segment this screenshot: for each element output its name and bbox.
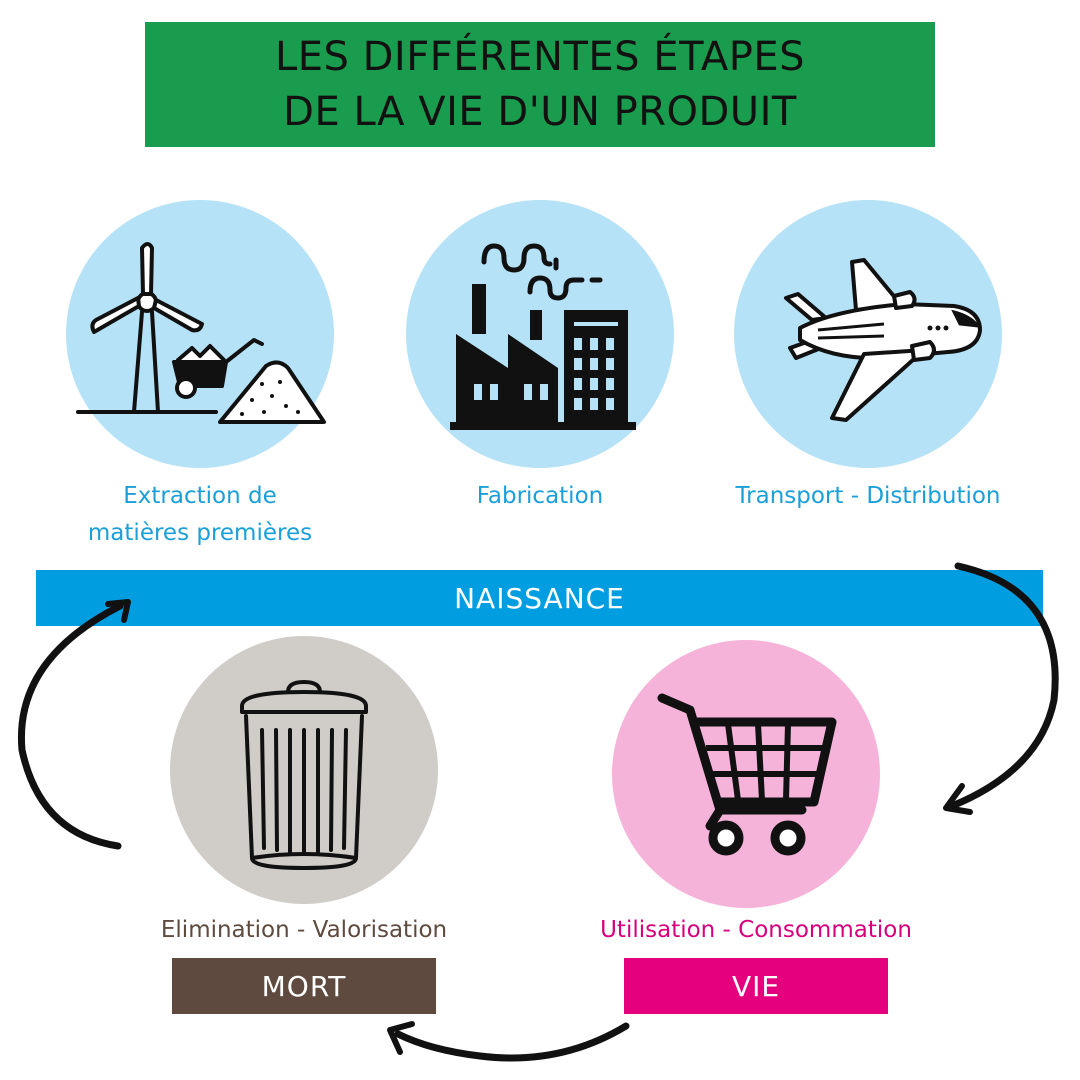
stage-label-transport: Transport - Distribution [706, 478, 1030, 515]
stage-circle-utilisation [612, 640, 880, 908]
stage-label-transport-line1: Transport - Distribution [735, 483, 1001, 509]
arrow-vie-to-mort [387, 1021, 630, 1062]
stage-label-utilisation: Utilisation - Consommation [560, 912, 952, 949]
title-banner: LES DIFFÉRENTES ÉTAPES DE LA VIE D'UN PR… [145, 22, 935, 147]
stage-label-fabrication-line1: Fabrication [476, 483, 604, 509]
wind-turbine-mining-icon [76, 242, 326, 424]
phase-tag-vie: VIE [624, 958, 888, 1014]
phase-label-vie: VIE [731, 969, 781, 1003]
stage-label-extraction: Extraction de matières premières [60, 478, 340, 552]
shopping-cart-icon [657, 693, 837, 856]
factory-icon [450, 243, 636, 430]
stage-circle-elimination [170, 636, 438, 904]
airplane-icon [784, 258, 982, 422]
phase-label-mort: MORT [261, 969, 347, 1003]
stage-circle-extraction [66, 200, 334, 468]
stage-label-fabrication: Fabrication [400, 478, 680, 515]
stage-label-elimination-line1: Elimination - Valorisation [160, 917, 448, 943]
stage-label-extraction-line2: matières premières [87, 520, 313, 546]
phase-tag-mort: MORT [172, 958, 436, 1014]
phase-label-naissance: NAISSANCE [454, 581, 625, 615]
stage-label-extraction-line1: Extraction de [123, 483, 277, 509]
title-line-2: DE LA VIE D'UN PRODUIT [283, 88, 797, 135]
stage-label-utilisation-line1: Utilisation - Consommation [600, 917, 912, 943]
arrow-mort-to-naissance [17, 599, 131, 850]
stage-circle-fabrication [406, 200, 674, 468]
phase-band-naissance: NAISSANCE [36, 570, 1043, 626]
trash-can-icon [240, 680, 368, 870]
title-line-1: LES DIFFÉRENTES ÉTAPES [274, 33, 806, 80]
stage-label-elimination: Elimination - Valorisation [124, 912, 484, 949]
stage-circle-transport [734, 200, 1002, 468]
